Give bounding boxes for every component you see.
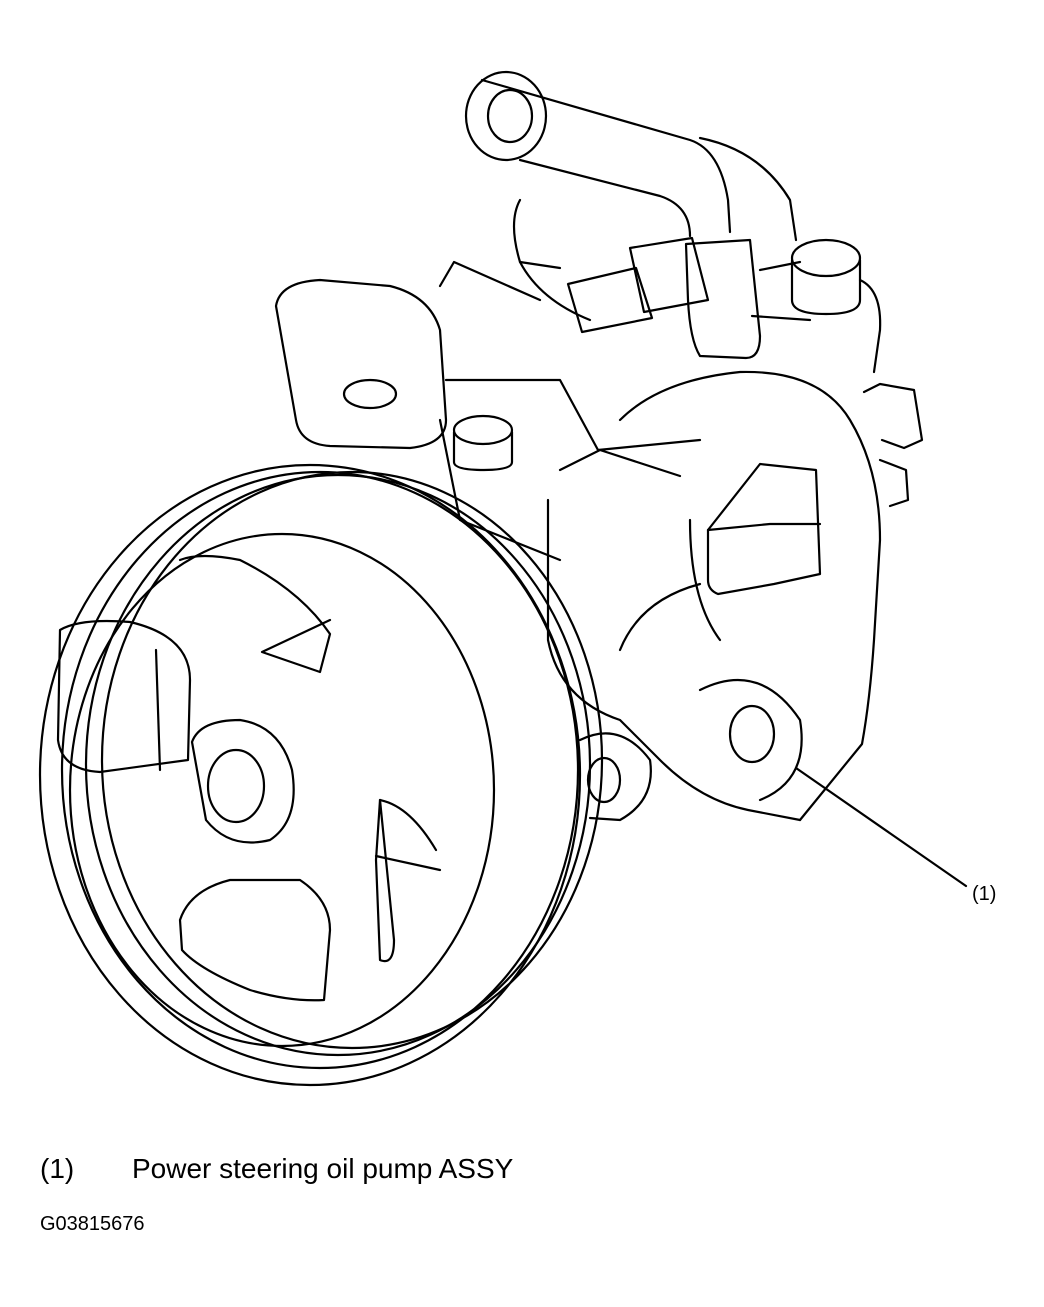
- callout-leader-line: [794, 766, 968, 888]
- figure-id: G03815676: [40, 1213, 145, 1235]
- legend-text: Power steering oil pump ASSY: [132, 1153, 514, 1184]
- legend-number: (1): [40, 1153, 75, 1184]
- center-cap: [452, 414, 514, 472]
- pulley: [38, 463, 604, 1087]
- lower-mount: [578, 678, 803, 822]
- top-bolt: [790, 238, 882, 374]
- pulley-hub: [56, 554, 442, 1002]
- mount-bracket: [274, 260, 562, 450]
- callout-label-1: (1): [972, 883, 997, 905]
- side-boss: [706, 462, 822, 596]
- pump-line-drawing: [38, 70, 968, 1087]
- legend-item-1: (1) Power steering oil pump ASSY: [40, 1152, 513, 1186]
- inlet-pipe: [464, 70, 798, 322]
- pump-body: [438, 370, 924, 822]
- pressure-fitting: [566, 236, 812, 360]
